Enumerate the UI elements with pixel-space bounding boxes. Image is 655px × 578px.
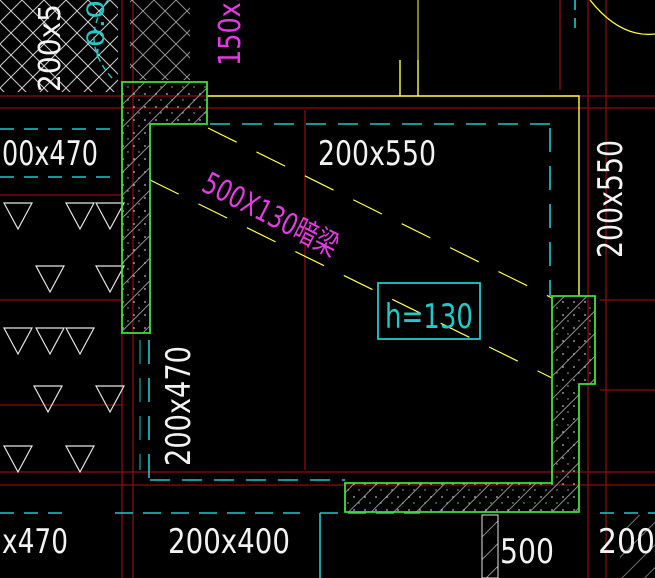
- crosshatch-area: [0, 0, 118, 92]
- triangle-symbol-icon: [2, 202, 34, 231]
- triangle-symbol-icon: [94, 202, 126, 231]
- triangle-symbol-icon: [34, 265, 66, 294]
- left-wall: [121, 81, 208, 334]
- label-beam-bottom-left: x470: [2, 522, 68, 562]
- crosshatch-area-right: [130, 0, 190, 80]
- triangle-symbol-icon: [64, 202, 96, 231]
- triangle-symbols: [2, 202, 126, 474]
- right-bottom-wall: [344, 295, 596, 513]
- label-top-left-fragment: 200x5: [33, 4, 68, 92]
- label-top-left-level: -0.0: [82, 0, 110, 58]
- triangle-symbol-icon: [2, 327, 34, 356]
- slab-outline: [207, 0, 580, 296]
- label-hidden-beam: 500X130暗梁: [196, 166, 344, 264]
- triangle-symbol-icon: [64, 327, 96, 356]
- label-beam-bottom-right-b: 200: [598, 522, 655, 562]
- label-top-magenta-fragment: 150x5: [213, 0, 248, 66]
- triangle-symbol-icon: [32, 385, 64, 414]
- triangle-symbol-icon: [2, 445, 34, 474]
- level-arc: [93, 0, 113, 79]
- hidden-beam-lines: [149, 127, 553, 379]
- label-beam-top: 200x550: [318, 134, 436, 174]
- label-beam-right: 200x550: [591, 140, 631, 258]
- label-beam-bottom-mid: 200x400: [168, 522, 290, 562]
- label-slab-thickness: h=130: [385, 297, 473, 337]
- label-beam-bottom-right-a: 500: [500, 532, 554, 572]
- triangle-symbol-icon: [94, 385, 126, 414]
- label-beam-left-vertical: 200x470: [159, 346, 199, 466]
- bottom-right-column: [481, 514, 655, 578]
- triangle-symbol-icon: [64, 445, 96, 474]
- top-right-arc: [589, 0, 655, 36]
- triangle-symbol-icon: [94, 265, 126, 294]
- slab-thickness-box: [377, 282, 481, 340]
- triangle-symbol-icon: [34, 327, 66, 356]
- label-beam-left-top: 00x470: [2, 134, 98, 174]
